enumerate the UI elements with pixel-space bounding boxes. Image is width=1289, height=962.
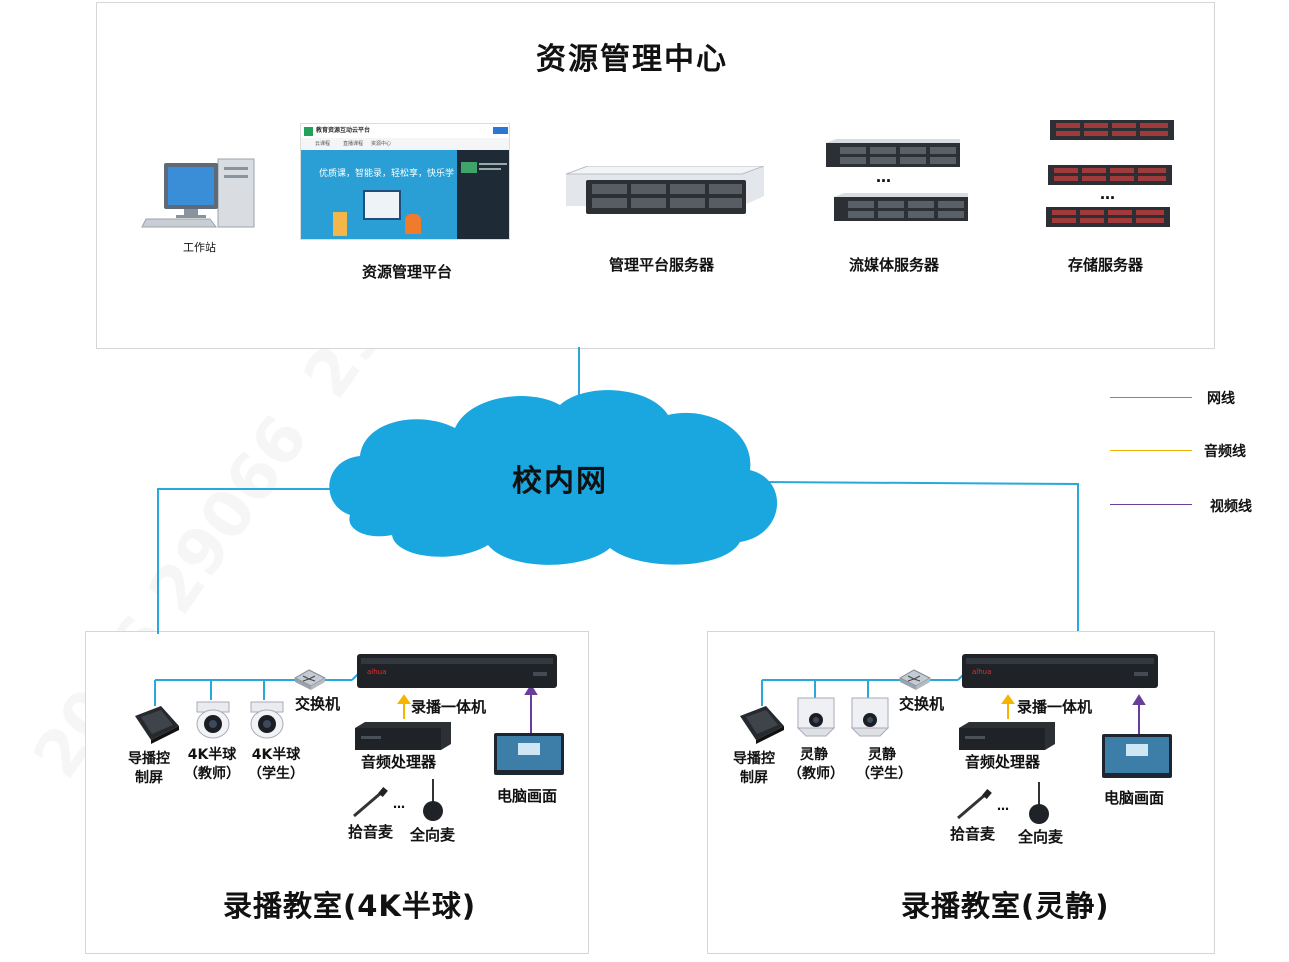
platform-nav: 云课程 直播课程 资源中心 [301, 138, 509, 150]
omni-mic-label: 全向麦 [410, 826, 456, 844]
storage-server-label: 存储服务器 [1068, 256, 1144, 274]
bookshelf-icon [333, 212, 347, 236]
ellipsis: … [393, 797, 405, 811]
teacher-camera-label: 4K半球（教师） [184, 747, 240, 782]
omni-mic-icon [1029, 782, 1049, 824]
legend-audio-label: 音频线 [1204, 444, 1246, 460]
storage-server-icon [1050, 120, 1174, 140]
svg-text:alhua: alhua [972, 668, 991, 676]
switch-icon [293, 669, 327, 690]
workstation-icon [141, 158, 255, 228]
dome-camera-icon [196, 701, 230, 739]
right-classroom-title: 录播教室(灵静) [901, 889, 1110, 923]
legend-network-line [1110, 397, 1192, 398]
switch-icon [898, 669, 932, 690]
pc-monitor-icon [1102, 734, 1172, 778]
workstation-label: 工作站 [183, 241, 216, 254]
media-server-icon [826, 139, 960, 167]
ellipsis: … [997, 799, 1009, 813]
student-camera-label: 灵静（学生） [856, 747, 912, 782]
pickup-mic-label: 拾音麦 [348, 823, 394, 841]
legend-audio-line [1110, 450, 1192, 451]
media-server-label: 流媒体服务器 [849, 256, 940, 274]
ellipsis: … [1100, 185, 1115, 203]
switch-label: 交换机 [295, 695, 341, 713]
control-screen-icon [135, 706, 179, 744]
pc-monitor-icon [494, 733, 564, 775]
box-camera-icon [850, 697, 890, 737]
pickup-mic-label: 拾音麦 [950, 825, 996, 843]
control-screen-icon [740, 706, 784, 744]
management-server-label: 管理平台服务器 [609, 256, 715, 274]
legend-network-label: 网线 [1207, 391, 1235, 407]
student-icon [405, 214, 421, 234]
omni-mic-icon [423, 779, 443, 821]
recorder-label: 录播一体机 [411, 698, 487, 716]
campus-network-cloud [329, 390, 778, 565]
pc-screen-label: 电脑画面 [497, 787, 558, 805]
student-camera-label: 4K半球（学生） [248, 747, 304, 782]
platform-nav-item[interactable]: 资源中心 [371, 141, 392, 147]
platform-hero-text: 优质课，智能录，轻松享，快乐学 [319, 169, 455, 179]
switch-label: 交换机 [899, 695, 945, 713]
platform-logo-icon [304, 127, 313, 136]
audio-processor-label: 音频处理器 [965, 753, 1041, 771]
media-server-icon [834, 193, 968, 221]
audio-processor-icon [355, 722, 451, 750]
ellipsis: … [876, 168, 891, 186]
audio-processor-label: 音频处理器 [361, 753, 437, 771]
pickup-mic-icon [353, 787, 388, 818]
management-server-icon [566, 166, 764, 214]
storage-server-icon [1046, 207, 1170, 227]
platform-hero: 优质课，智能录，轻松享，快乐学 [301, 150, 457, 239]
resource-center-title: 资源管理中心 [536, 42, 728, 77]
box-camera-icon [796, 697, 836, 737]
omni-mic-label: 全向麦 [1018, 828, 1064, 846]
audio-processor-icon [959, 722, 1055, 750]
platform-screenshot: 教育资源互动云平台 云课程 直播课程 资源中心 优质课，智能录，轻松享，快乐学 [300, 123, 510, 240]
dome-camera-icon [250, 701, 284, 739]
platform-login-button[interactable] [493, 127, 508, 134]
control-screen-label: 导播控制屏 [733, 751, 775, 786]
platform-side-panel [457, 150, 509, 239]
pc-screen-label: 电脑画面 [1104, 789, 1165, 807]
pickup-mic-icon [957, 789, 992, 820]
legend-video-label: 视频线 [1210, 499, 1252, 515]
platform-label: 资源管理平台 [362, 263, 453, 281]
platform-app-name: 教育资源互动云平台 [316, 127, 371, 134]
svg-text:alhua: alhua [367, 668, 386, 676]
left-classroom-title: 录播教室(4K半球) [223, 889, 477, 923]
teacher-screen-icon [363, 190, 401, 220]
campus-network-label: 校内网 [512, 464, 608, 499]
legend-video-line [1110, 504, 1192, 505]
recorder-device-icon: alhua [962, 654, 1158, 688]
teacher-camera-label: 灵静（教师） [788, 747, 844, 782]
recorder-label: 录播一体机 [1017, 698, 1093, 716]
platform-nav-item[interactable]: 云课程 [315, 141, 331, 147]
recorder-device-icon: alhua [357, 654, 557, 688]
platform-nav-item[interactable]: 直播课程 [343, 141, 364, 147]
control-screen-label: 导播控制屏 [128, 751, 170, 786]
storage-server-icon [1048, 165, 1172, 185]
